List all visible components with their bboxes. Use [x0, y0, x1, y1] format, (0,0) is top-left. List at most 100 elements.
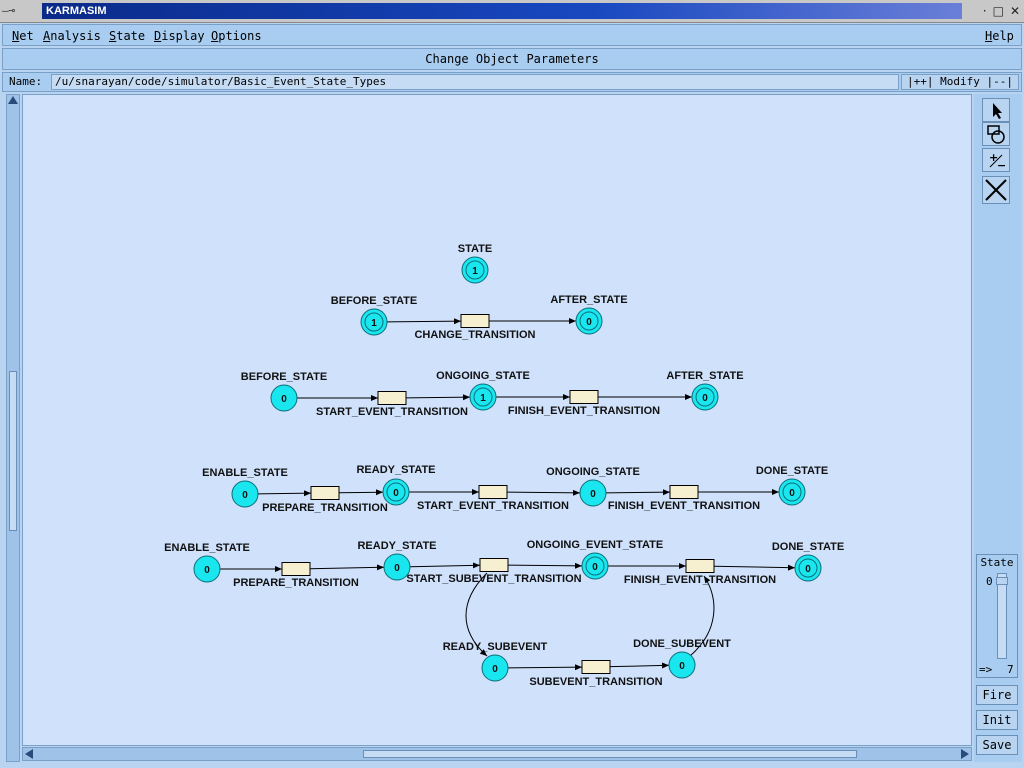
- vertical-scroll-thumb[interactable]: [9, 371, 17, 531]
- place-label: READY_STATE: [356, 464, 435, 476]
- menu-options[interactable]: Options: [211, 29, 262, 43]
- menu-net[interactable]: Net: [12, 29, 34, 43]
- window-menu-icon[interactable]: —⊸: [2, 4, 16, 17]
- transition-box[interactable]: [310, 486, 340, 500]
- transition[interactable]: START_EVENT_TRANSITION: [417, 485, 569, 513]
- menu-display[interactable]: Display: [154, 29, 205, 43]
- place-circle[interactable]: [231, 480, 259, 508]
- arc[interactable]: [507, 664, 583, 671]
- arc[interactable]: [507, 562, 583, 569]
- menu-analysis[interactable]: Analysis: [43, 29, 101, 43]
- init-button[interactable]: Init: [976, 710, 1018, 730]
- arc[interactable]: [409, 562, 481, 569]
- place-label: ENABLE_STATE: [202, 467, 288, 479]
- transition-box[interactable]: [479, 558, 509, 572]
- window-title: KARMASIM: [42, 3, 962, 19]
- state-max: 7: [1007, 663, 1014, 676]
- fire-button[interactable]: Fire: [976, 685, 1018, 705]
- scroll-left-icon[interactable]: [25, 749, 33, 759]
- petri-net-diagram[interactable]: 1STATE1BEFORE_STATE0AFTER_STATE0BEFORE_S…: [23, 95, 973, 747]
- transition-box[interactable]: [377, 391, 407, 405]
- transition[interactable]: FINISH_EVENT_TRANSITION: [508, 390, 660, 418]
- place-label: ONGOING_STATE: [436, 370, 530, 382]
- place-tokens: 0: [789, 488, 795, 499]
- minimize-icon[interactable]: ·: [982, 4, 987, 18]
- vertical-scrollbar[interactable]: [6, 94, 20, 762]
- place-circle[interactable]: [579, 479, 607, 507]
- transition[interactable]: START_SUBEVENT_TRANSITION: [406, 558, 582, 586]
- arc[interactable]: [338, 489, 384, 496]
- modify-button[interactable]: |++| Modify |--|: [901, 74, 1019, 90]
- maximize-icon[interactable]: □: [992, 4, 1004, 18]
- arc[interactable]: [257, 490, 312, 497]
- transition-label: START_SUBEVENT_TRANSITION: [406, 573, 581, 585]
- arc[interactable]: [605, 489, 671, 496]
- close-icon[interactable]: ✕: [1009, 4, 1020, 18]
- place-circle[interactable]: [668, 651, 696, 679]
- arc[interactable]: [386, 318, 462, 325]
- transition-box[interactable]: [478, 485, 508, 499]
- state-slider-knob[interactable]: [996, 577, 1008, 585]
- state-slider[interactable]: [997, 573, 1007, 659]
- arc-from-done-subevent[interactable]: [689, 575, 715, 657]
- place-label: BEFORE_STATE: [331, 295, 417, 307]
- menu-state[interactable]: State: [109, 29, 146, 43]
- scroll-up-icon[interactable]: [8, 96, 18, 104]
- transition[interactable]: FINISH_EVENT_TRANSITION: [608, 485, 760, 513]
- transition-box[interactable]: [460, 314, 490, 328]
- name-field[interactable]: /u/snarayan/code/simulator/Basic_Event_S…: [51, 74, 899, 90]
- arc[interactable]: [713, 564, 796, 571]
- horizontal-scroll-thumb[interactable]: [363, 750, 857, 758]
- menu-help[interactable]: Help: [985, 29, 1014, 43]
- place-circle[interactable]: [481, 654, 509, 682]
- place-tokens: 0: [702, 393, 708, 404]
- svg-text:+: +: [989, 151, 998, 164]
- place-circle[interactable]: [383, 553, 411, 581]
- transition[interactable]: SUBEVENT_TRANSITION: [529, 660, 663, 689]
- arc[interactable]: [506, 489, 581, 496]
- place-tokens: 0: [592, 562, 598, 573]
- pointer-tool-icon[interactable]: [982, 98, 1010, 122]
- arc[interactable]: [405, 394, 471, 401]
- transition-label: PREPARE_TRANSITION: [233, 577, 359, 589]
- transition-label: FINISH_EVENT_TRANSITION: [624, 574, 776, 586]
- place-circle[interactable]: [270, 384, 298, 412]
- transition-box[interactable]: [669, 485, 699, 499]
- token-plus-minus-tool-icon[interactable]: +−: [982, 148, 1010, 172]
- delete-tool-icon[interactable]: [982, 176, 1010, 204]
- transition[interactable]: START_EVENT_TRANSITION: [316, 391, 468, 419]
- arc-to-ready-subevent[interactable]: [465, 572, 488, 657]
- transition[interactable]: FINISH_EVENT_TRANSITION: [624, 559, 776, 587]
- transition[interactable]: CHANGE_TRANSITION: [414, 314, 536, 342]
- scroll-right-icon[interactable]: [961, 749, 969, 759]
- transition[interactable]: PREPARE_TRANSITION: [262, 486, 388, 515]
- transition-box[interactable]: [685, 559, 715, 573]
- horizontal-scrollbar[interactable]: [22, 747, 972, 761]
- transition-box[interactable]: [281, 562, 311, 576]
- place-circle[interactable]: [193, 555, 221, 583]
- save-button[interactable]: Save: [976, 735, 1018, 755]
- arc[interactable]: [309, 564, 385, 571]
- transition-box[interactable]: [581, 660, 611, 674]
- place-transition-tool-icon[interactable]: [982, 122, 1010, 146]
- arc[interactable]: [609, 662, 670, 669]
- transition[interactable]: PREPARE_TRANSITION: [233, 562, 359, 590]
- transition-box[interactable]: [569, 390, 599, 404]
